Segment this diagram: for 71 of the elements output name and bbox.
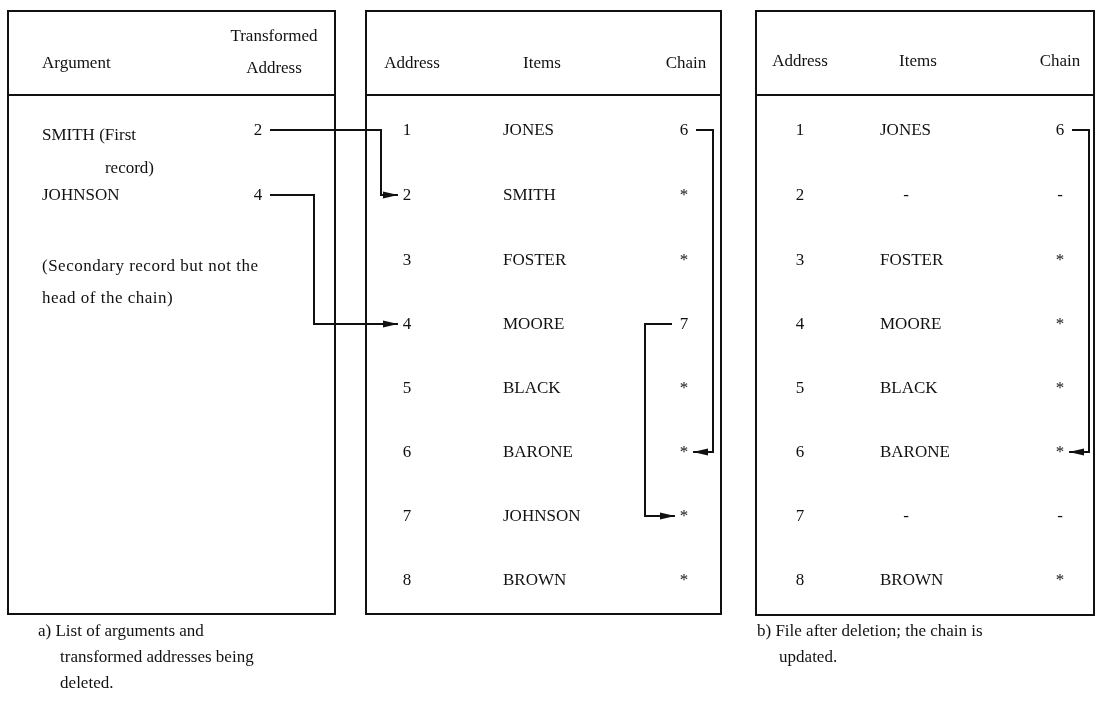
table-text: 7 bbox=[795, 505, 805, 527]
table-text: 7 bbox=[402, 505, 412, 527]
table-text: BLACK bbox=[503, 377, 561, 399]
table-text: BARONE bbox=[503, 441, 573, 463]
table-text: 1 bbox=[795, 119, 805, 141]
table-text: * bbox=[679, 377, 689, 399]
pointer-value: 7 bbox=[675, 313, 693, 335]
table-text: - bbox=[1057, 505, 1063, 527]
pointer-value: 4 bbox=[249, 184, 267, 206]
table-text: - bbox=[1057, 184, 1063, 206]
table-text: 2 bbox=[795, 184, 805, 206]
table-text: 5 bbox=[795, 377, 805, 399]
table-text: 6 bbox=[795, 441, 805, 463]
table-text: MOORE bbox=[503, 313, 565, 335]
table-text: (Secondary record but not the head of the chain) bbox=[42, 255, 260, 309]
table-panel bbox=[7, 10, 336, 615]
column-header: Chain bbox=[1039, 50, 1081, 72]
arrow bbox=[644, 323, 676, 520]
pointer-value: * bbox=[675, 505, 693, 527]
column-header: Argument bbox=[42, 52, 111, 74]
table-text: 8 bbox=[795, 569, 805, 591]
pointer-value: 2 bbox=[249, 119, 267, 141]
table-text: SMITH (First record) bbox=[42, 124, 154, 179]
column-header: Transformed Address bbox=[229, 25, 319, 79]
table-text: BROWN bbox=[880, 569, 944, 591]
table-text: * bbox=[679, 249, 689, 271]
table-text: * bbox=[1055, 377, 1065, 399]
column-header: Items bbox=[523, 52, 561, 74]
node-label: b) File after deletion; the chain is updated. bbox=[757, 620, 984, 668]
table-text: * bbox=[1055, 569, 1065, 591]
arrow bbox=[1068, 129, 1090, 456]
column-header: Chain bbox=[665, 52, 707, 74]
pointer-value: 4 bbox=[398, 313, 416, 335]
table-text: 3 bbox=[402, 249, 412, 271]
node-label: a) List of arguments and transformed addresses being deleted. bbox=[38, 620, 255, 694]
table-text: - bbox=[903, 505, 909, 527]
arrow bbox=[269, 129, 399, 199]
table-text: - bbox=[903, 184, 909, 206]
table-text: JONES bbox=[880, 119, 931, 141]
table-text: 6 bbox=[402, 441, 412, 463]
column-header: Address bbox=[384, 52, 440, 74]
pointer-value: 6 bbox=[1051, 119, 1069, 141]
table-text: 5 bbox=[402, 377, 412, 399]
table-text: JOHNSON bbox=[503, 505, 581, 527]
pointer-value: 2 bbox=[398, 184, 416, 206]
table-panel bbox=[755, 10, 1095, 616]
table-text: JONES bbox=[503, 119, 554, 141]
table-text: 3 bbox=[795, 249, 805, 271]
table-text: MOORE bbox=[880, 313, 942, 335]
table-text: FOSTER bbox=[503, 249, 567, 271]
table-text: BLACK bbox=[880, 377, 938, 399]
table-text: * bbox=[1055, 249, 1065, 271]
column-header: Items bbox=[899, 50, 937, 72]
table-text: BARONE bbox=[880, 441, 950, 463]
pointer-value: 6 bbox=[675, 119, 693, 141]
pointer-value: * bbox=[1051, 441, 1069, 463]
table-text: SMITH bbox=[503, 184, 556, 206]
arrow bbox=[692, 129, 714, 456]
column-header: Address bbox=[772, 50, 828, 72]
table-text: 1 bbox=[402, 119, 412, 141]
table-text: BROWN bbox=[503, 569, 567, 591]
pointer-value: * bbox=[675, 441, 693, 463]
table-panel bbox=[365, 10, 722, 615]
table-text: * bbox=[679, 569, 689, 591]
table-text: JOHNSON bbox=[42, 184, 120, 206]
table-text: 4 bbox=[795, 313, 805, 335]
table-text: 8 bbox=[402, 569, 412, 591]
arrow bbox=[269, 194, 399, 328]
table-text: * bbox=[679, 184, 689, 206]
table-text: FOSTER bbox=[880, 249, 944, 271]
table-text: * bbox=[1055, 313, 1065, 335]
